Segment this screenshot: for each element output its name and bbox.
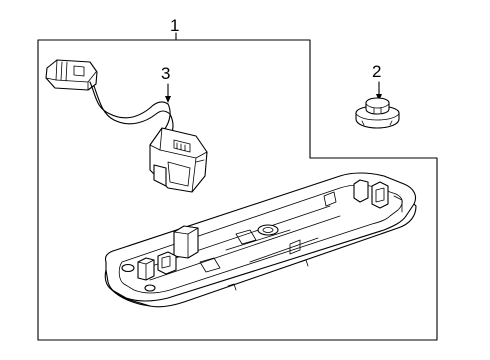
leader-arrow-2 (376, 94, 382, 101)
lamp-housing (104, 172, 417, 308)
part-2-nut (355, 97, 400, 129)
part-3-harness (45, 59, 208, 193)
assembly-boundary (37, 39, 438, 341)
callout-3: 3 (161, 64, 171, 83)
callout-2: 2 (372, 62, 382, 81)
callout-1: 1 (170, 16, 180, 35)
leader-arrow-3 (165, 96, 171, 103)
